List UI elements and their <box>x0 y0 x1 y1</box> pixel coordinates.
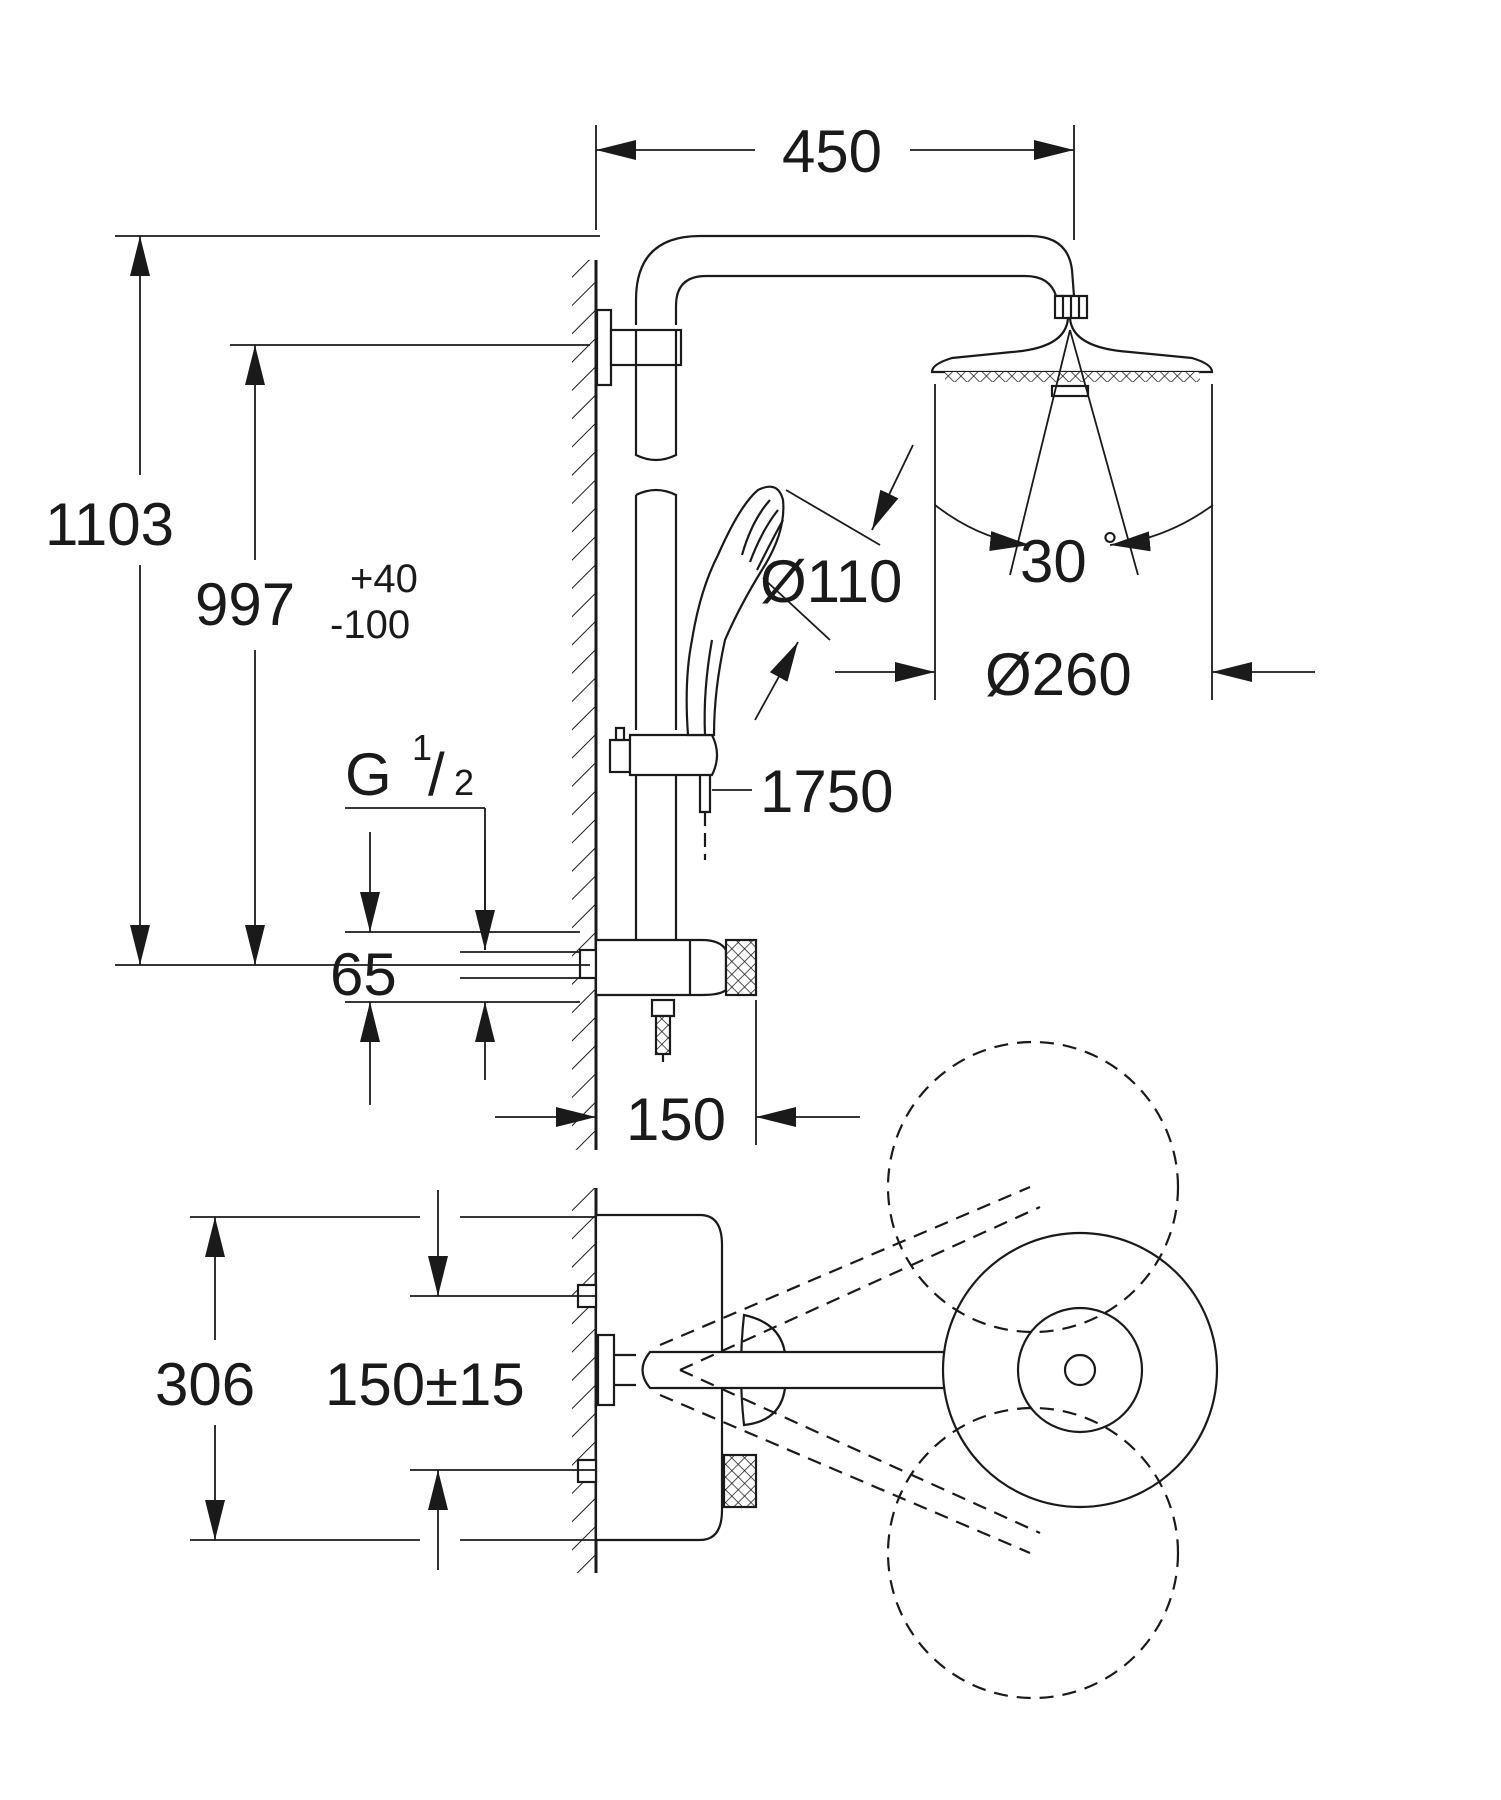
thread-slash: / <box>428 741 445 808</box>
hand-shower-slider <box>608 726 719 860</box>
dimension-lines <box>115 125 1315 1570</box>
swivel-range <box>659 1040 1180 1700</box>
thread-size-label: G 1 / 2 <box>345 727 474 808</box>
thermostat-mixer <box>578 938 758 1062</box>
tolerance-plus-label: +40 <box>350 557 418 601</box>
plan-view <box>572 1040 1219 1700</box>
head-shower-plan <box>941 1231 1219 1509</box>
spray-angle-value: 30 <box>1020 528 1087 595</box>
gap-65-label: 65 <box>330 941 397 1008</box>
centre-distance-label: 150±15 <box>325 1351 525 1418</box>
wall-plan <box>572 1188 598 1573</box>
riser-pipe <box>634 365 678 940</box>
width-450-label: 450 <box>782 118 882 185</box>
plan-width-306-label: 306 <box>155 1351 255 1418</box>
projection-150-label: 150 <box>626 1086 726 1153</box>
wall-elevation <box>572 260 598 1150</box>
height-997-label: 997 <box>195 571 295 638</box>
dimension-labels: 450 1103 997 +40 -100 G 1 / 2 Ø110 30 ° … <box>45 118 1132 1418</box>
thread-denominator: 2 <box>454 762 474 803</box>
tolerance-minus-label: -100 <box>330 603 410 647</box>
hose-length-label: 1750 <box>760 758 893 825</box>
thread-numerator: 1 <box>412 727 432 768</box>
thread-letter: G <box>345 741 392 808</box>
height-1103-label: 1103 <box>45 491 174 558</box>
degree-symbol: ° <box>1102 525 1118 569</box>
spray-angle-label: 30 ° <box>1020 525 1118 595</box>
hand-shower <box>685 485 785 737</box>
head-diameter-label: Ø260 <box>985 641 1132 708</box>
shower-arm <box>634 234 1076 325</box>
elevation-view <box>572 234 1214 1150</box>
hand-shower-diameter-label: Ø110 <box>760 548 902 615</box>
head-shower <box>930 294 1214 398</box>
wall-bracket-top <box>595 308 683 387</box>
